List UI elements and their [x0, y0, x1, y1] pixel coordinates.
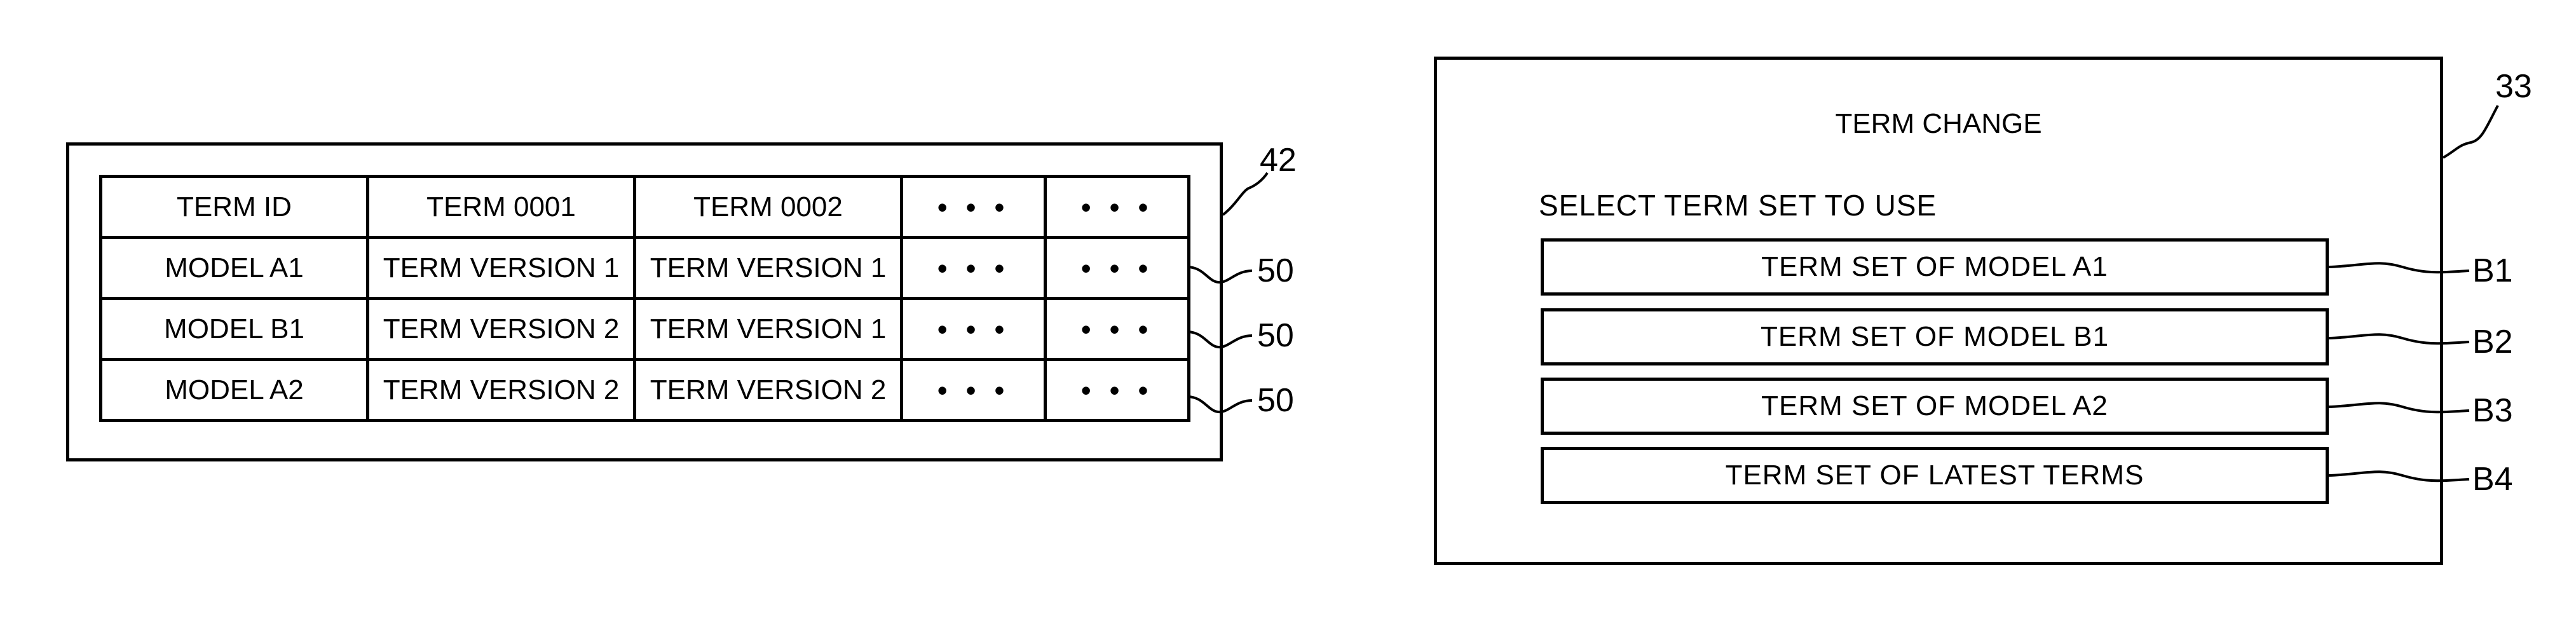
ref-numeral-b4: B4	[2472, 463, 2513, 496]
table-cell-ellipsis: • • •	[902, 299, 1046, 360]
ref-numeral-33: 33	[2495, 70, 2532, 103]
ref-numeral-42: 42	[1260, 144, 1297, 177]
table-cell-model-id: MODEL B1	[101, 299, 368, 360]
header-cell-ellipsis: • • •	[902, 177, 1046, 238]
screen-title: TERM CHANGE	[1434, 108, 2443, 140]
term-set-model-a1-button[interactable]: TERM SET OF MODEL A1	[1541, 238, 2329, 296]
term-set-latest-terms-button[interactable]: TERM SET OF LATEST TERMS	[1541, 447, 2329, 504]
table-cell: TERM VERSION 2	[368, 360, 635, 421]
ref-numeral-50: 50	[1257, 254, 1294, 287]
table-cell: TERM VERSION 2	[635, 360, 902, 421]
table-cell-model-id: MODEL A1	[101, 238, 368, 299]
ref-numeral-b3: B3	[2472, 394, 2513, 427]
table-cell: TERM VERSION 1	[635, 299, 902, 360]
button-label: TERM SET OF MODEL B1	[1761, 321, 2109, 353]
button-label: TERM SET OF MODEL A2	[1761, 390, 2108, 422]
table-row: MODEL A2 TERM VERSION 2 TERM VERSION 2 •…	[101, 360, 1189, 421]
term-version-table: TERM ID TERM 0001 TERM 0002 • • • • • • …	[99, 175, 1190, 422]
table-cell: TERM VERSION 2	[368, 299, 635, 360]
table-cell-ellipsis: • • •	[902, 238, 1046, 299]
button-label: TERM SET OF MODEL A1	[1761, 251, 2108, 283]
header-cell-term-id: TERM ID	[101, 177, 368, 238]
term-set-model-b1-button[interactable]: TERM SET OF MODEL B1	[1541, 308, 2329, 365]
ref-numeral-b2: B2	[2472, 325, 2513, 358]
header-cell-ellipsis: • • •	[1046, 177, 1189, 238]
button-label: TERM SET OF LATEST TERMS	[1726, 460, 2144, 491]
header-cell-term-0002: TERM 0002	[635, 177, 902, 238]
table-cell-ellipsis: • • •	[1046, 238, 1189, 299]
table-cell-ellipsis: • • •	[1046, 360, 1189, 421]
table-header-row: TERM ID TERM 0001 TERM 0002 • • • • • •	[101, 177, 1189, 238]
table-row: MODEL B1 TERM VERSION 2 TERM VERSION 1 •…	[101, 299, 1189, 360]
table-cell: TERM VERSION 1	[635, 238, 902, 299]
leader-42	[1223, 173, 1267, 215]
ref-numeral-50: 50	[1257, 319, 1294, 352]
table-cell: TERM VERSION 1	[368, 238, 635, 299]
table-cell-model-id: MODEL A2	[101, 360, 368, 421]
header-cell-term-0001: TERM 0001	[368, 177, 635, 238]
ref-numeral-b1: B1	[2472, 254, 2513, 287]
term-set-model-a2-button[interactable]: TERM SET OF MODEL A2	[1541, 378, 2329, 435]
ref-numeral-50: 50	[1257, 384, 1294, 417]
table-cell-ellipsis: • • •	[902, 360, 1046, 421]
table-row: MODEL A1 TERM VERSION 1 TERM VERSION 1 •…	[101, 238, 1189, 299]
leader-33	[2443, 106, 2498, 158]
select-prompt: SELECT TERM SET TO USE	[1539, 188, 1937, 222]
table-cell-ellipsis: • • •	[1046, 299, 1189, 360]
